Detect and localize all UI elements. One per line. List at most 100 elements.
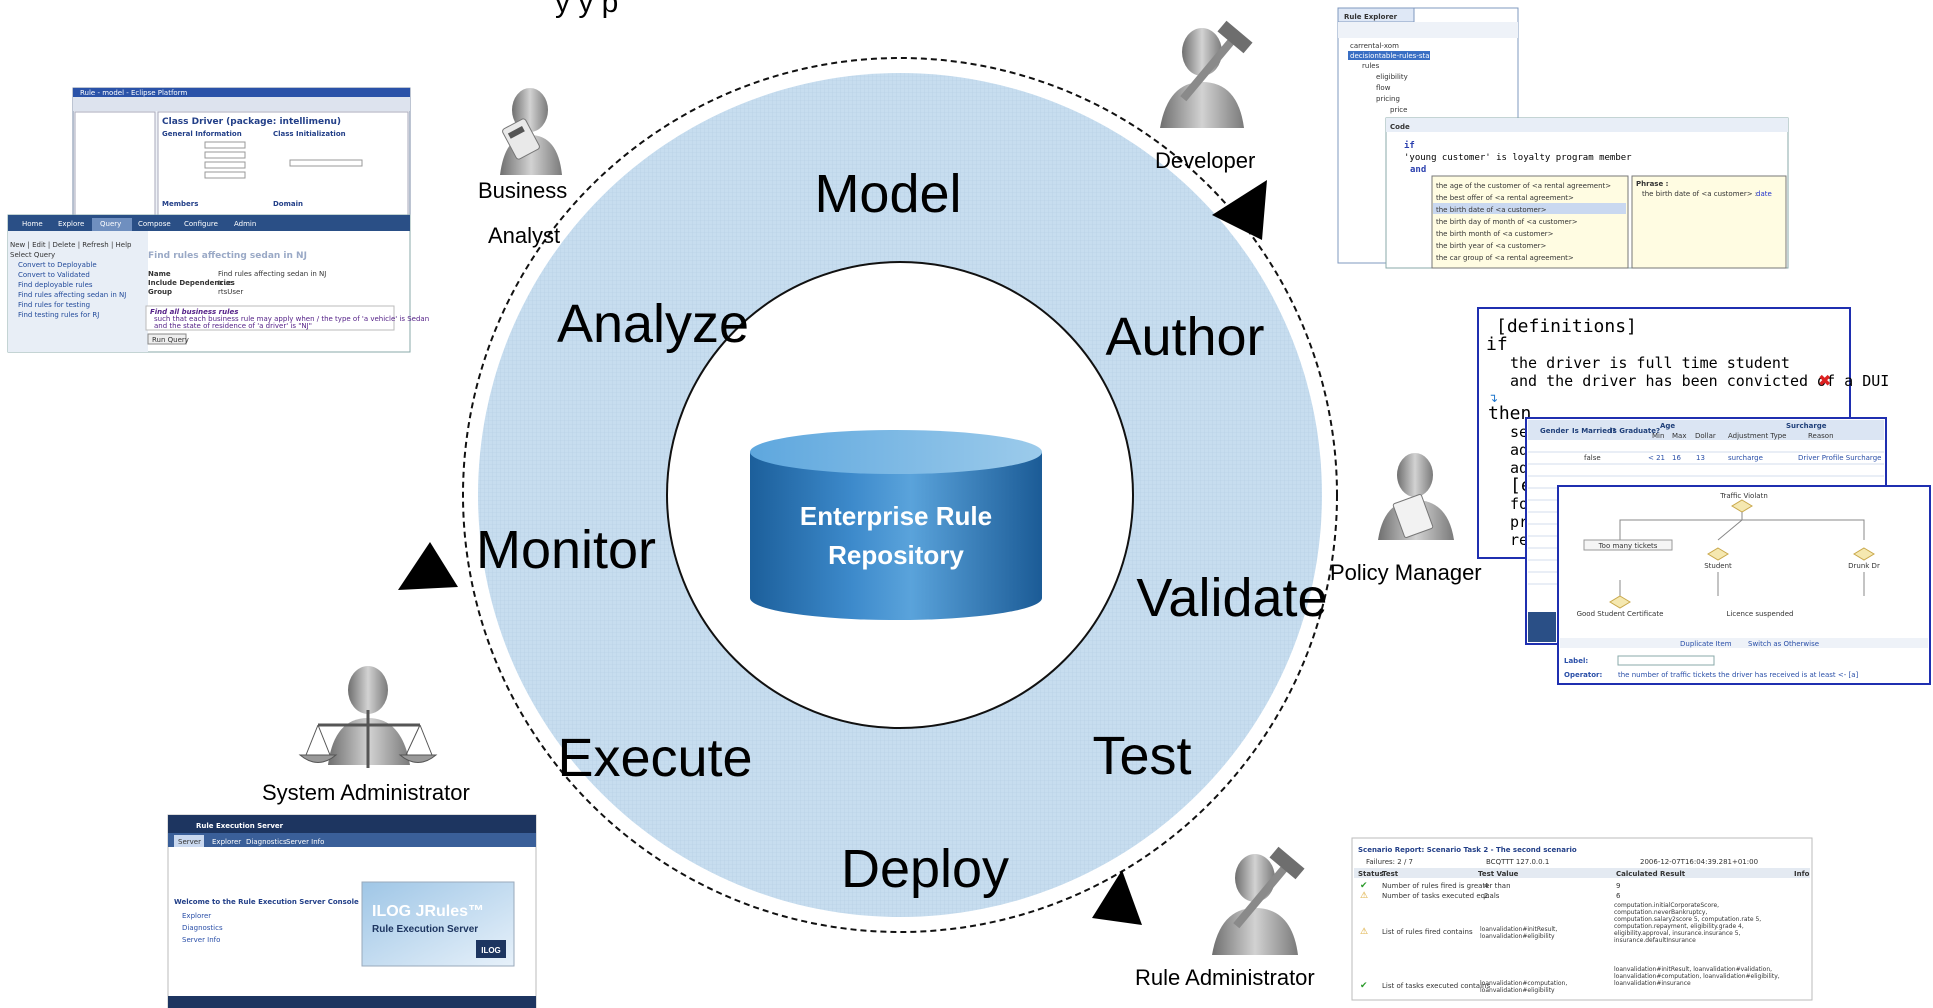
query-tab-home[interactable]: Home — [22, 220, 43, 228]
dt-header-surcharge: Surcharge — [1786, 422, 1827, 430]
eclipse-section-general: General Information — [162, 130, 242, 138]
query-side-item-2[interactable]: Convert to Validated — [18, 271, 90, 279]
ilog-logo: ILOG — [481, 946, 501, 955]
dt-header-gender: Gender — [1540, 427, 1569, 435]
tree-node-student[interactable]: Student — [1704, 562, 1732, 570]
stage-test: Test — [1092, 726, 1191, 786]
res-console-screenshot: Rule Execution Server Server Explorer Di… — [167, 814, 537, 1008]
tree-operator-field: Operator: — [1564, 671, 1602, 679]
res-link-serverinfo[interactable]: Server Info — [182, 936, 220, 944]
query-side-item-4[interactable]: Find rules affecting sedan in NJ — [18, 291, 126, 299]
policy-manager-figure — [1378, 453, 1454, 540]
query-actions[interactable]: New | Edit | Delete | Refresh | Help — [10, 241, 132, 249]
tree-node-tickets[interactable]: Too many tickets — [1598, 542, 1658, 550]
tree-item-pricing[interactable]: pricing — [1376, 95, 1400, 103]
rule-then-fragment: se — [1510, 423, 1528, 441]
eclipse-section-members: Members — [162, 200, 198, 208]
developer-figure — [1160, 20, 1253, 128]
policy-manager-label: Policy Manager — [1330, 560, 1482, 585]
phrase-text: the birth date of <a customer> : — [1642, 190, 1757, 198]
completion-2[interactable]: the best offer of <a rental agreement> — [1436, 194, 1574, 202]
tree-label-field: Label: — [1564, 657, 1588, 665]
developer-label: Developer — [1155, 148, 1255, 173]
tree-label-input[interactable] — [1617, 655, 1715, 666]
completion-5[interactable]: the birth month of <a customer> — [1436, 230, 1554, 238]
res-tab-diagnostics[interactable]: Diagnostics — [246, 838, 287, 846]
tree-node-drunk[interactable]: Drunk Dr — [1848, 562, 1880, 570]
rule-explorer-tab[interactable]: Rule Explorer — [1344, 13, 1398, 21]
dt-sub-reason: Reason — [1808, 432, 1834, 440]
tree-operator-text: the number of traffic tickets the driver… — [1618, 671, 1858, 679]
res-tab-server[interactable]: Server — [178, 838, 201, 846]
status-warning-icon: ⚠ — [1360, 890, 1368, 900]
report-row-3-result: computation.initialCorporateScore, compu… — [1614, 902, 1762, 944]
rule-fragment-4: fo — [1510, 495, 1528, 513]
tree-item-flow[interactable]: flow — [1376, 84, 1391, 92]
res-tab-serverinfo[interactable]: Server Info — [286, 838, 324, 846]
business-analyst-figure — [500, 88, 562, 175]
tree-node-licence[interactable]: Licence suspended — [1727, 610, 1794, 618]
cycle-arrow-top-right — [1212, 180, 1267, 240]
report-row-3-value: loanvalidation#initResult, loanvalidatio… — [1480, 926, 1558, 940]
expand-icon[interactable]: ↴ — [1488, 391, 1498, 405]
query-tab-admin[interactable]: Admin — [234, 220, 256, 228]
dashed-orbit — [462, 57, 1338, 933]
query-field-deps-label: Include Dependencies — [148, 279, 235, 287]
stage-monitor: Monitor — [476, 520, 656, 580]
stage-validate: Validate — [1136, 568, 1327, 628]
res-tab-explorer[interactable]: Explorer — [212, 838, 241, 846]
tree-item-eligibility[interactable]: eligibility — [1376, 73, 1408, 81]
dt-sub-dollar: Dollar — [1695, 432, 1716, 440]
res-link-explorer[interactable]: Explorer — [182, 912, 211, 920]
res-brand-1: ILOG JRules™ — [372, 903, 484, 920]
query-side-item-1[interactable]: Convert to Deployable — [18, 261, 97, 269]
query-side-item-6[interactable]: Find testing rules for RJ — [18, 311, 99, 319]
business-analyst-label-1: Business — [478, 178, 567, 203]
rule-administrator-label: Rule Administrator — [1135, 965, 1315, 990]
report-col-info: Info — [1794, 870, 1810, 878]
query-tab-compose[interactable]: Compose — [138, 220, 171, 228]
report-row-3-value-box: loanvalidation#initResult, loanvalidatio… — [1480, 926, 1558, 940]
rule-then: then — [1488, 403, 1531, 424]
report-row-1-result: 9 — [1616, 882, 1620, 890]
query-tab-configure[interactable]: Configure — [184, 220, 218, 228]
res-welcome: Welcome to the Rule Execution Server Con… — [174, 898, 359, 906]
report-date: 2006-12-07T16:04:39.281+01:00 — [1640, 858, 1758, 866]
tree-node-good-student[interactable]: Good Student Certificate — [1577, 610, 1664, 618]
dt-cell-dollar: 13 — [1696, 454, 1705, 462]
code-line: 'young customer' is loyalty program memb… — [1404, 153, 1632, 163]
completion-1[interactable]: the age of the customer of <a rental agr… — [1436, 182, 1611, 190]
run-query-button[interactable] — [147, 333, 187, 345]
run-query-label: Run Query — [152, 336, 189, 344]
dt-header-graduate: Is Graduate? — [1610, 427, 1660, 435]
completion-3[interactable]: the birth date of <a customer> — [1436, 206, 1547, 214]
title-fragment: y y p — [555, 0, 618, 19]
decision-tree-screenshot: Traffic Violatn Too many tickets Student… — [1557, 485, 1931, 685]
tree-item-price[interactable]: price — [1390, 106, 1407, 114]
tree-item-rules[interactable]: rules — [1362, 62, 1380, 70]
completion-6[interactable]: the birth year of <a customer> — [1436, 242, 1547, 250]
query-side-item-3[interactable]: Find deployable rules — [18, 281, 93, 289]
report-row-3-result-box: computation.initialCorporateScore, compu… — [1614, 902, 1762, 944]
completion-4[interactable]: the birth day of month of <a customer> — [1436, 218, 1578, 226]
query-field-deps-value: true — [218, 279, 232, 287]
report-row-4-value: loanvalidation#computation, loanvalidati… — [1480, 980, 1568, 994]
query-tab-query[interactable]: Query — [100, 220, 121, 228]
error-x-icon: ✖ — [1818, 371, 1831, 390]
report-row-4-value-box: loanvalidation#computation, loanvalidati… — [1480, 980, 1568, 994]
status-ok-icon: ✔ — [1360, 880, 1368, 890]
tree-item-xom[interactable]: carrental-xom — [1350, 42, 1399, 50]
report-failures: Failures: 2 / 7 — [1366, 858, 1413, 866]
res-link-diagnostics[interactable]: Diagnostics — [182, 924, 223, 932]
tree-link-duplicate[interactable]: Duplicate Item — [1680, 640, 1732, 648]
system-administrator-label: System Administrator — [262, 780, 470, 805]
rule-fragment-6: re — [1510, 531, 1528, 549]
report-row-2-test: Number of tasks executed equals — [1382, 892, 1500, 900]
stage-model: Model — [814, 164, 961, 224]
status-ok-icon-2: ✔ — [1360, 980, 1368, 990]
query-tab-explore[interactable]: Explore — [58, 220, 84, 228]
query-side-item-5[interactable]: Find rules for testing — [18, 301, 90, 309]
completion-7[interactable]: the car group of <a rental agreement> — [1436, 254, 1574, 262]
tree-item-project[interactable]: decisiontable-rules-start — [1350, 52, 1435, 60]
tree-link-otherwise[interactable]: Switch as Otherwise — [1748, 640, 1819, 648]
